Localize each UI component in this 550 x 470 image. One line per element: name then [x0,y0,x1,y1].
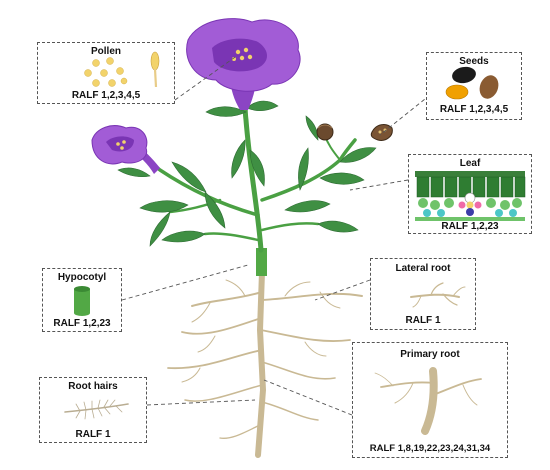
leaf-cross-section-icon [415,171,526,221]
primary-root-title: Primary root [400,349,460,360]
lateral-root-icon [410,282,466,308]
pollen-title: Pollen [90,46,121,57]
leaf-ralf-label: RALF 1,2,23 [441,221,499,232]
hypocotyl-ralf-label: RALF 1,2,23 [53,318,111,329]
root-hairs-icon [64,399,129,420]
primary-root-ralf-label: RALF 1,8,19,22,23,24,31,34 [369,443,491,454]
primary-root [255,269,267,458]
flower-side [91,125,160,174]
pollen-grains-icon [84,51,160,88]
leaf-title: Leaf [459,158,481,169]
leaves [117,100,377,247]
primary-root-icon [374,367,482,435]
flower-top [186,18,301,110]
pollen-panel: Pollen RALF 1,2,3,4,5 [37,42,175,104]
root-hairs-ralf-label: RALF 1 [75,429,111,440]
pollen-ralf-label: RALF 1,2,3,4,5 [71,90,141,101]
hypocotyl-title: Hypocotyl [57,272,107,283]
hypocotyl-panel: Hypocotyl RALF 1,2,23 [42,268,122,332]
root-system [167,269,363,458]
lateral-root-panel: Lateral root RALF 1 [370,258,476,330]
seeds-panel: Seeds RALF 1,2,3,4,5 [426,52,522,120]
seeds-ralf-label: RALF 1,2,3,4,5 [439,104,509,115]
primary-root-panel: Primary root RALF 1,8,19,22,23,24,31,34 [352,342,508,458]
root-hairs-panel: Root hairs RALF 1 [39,377,147,443]
leaf-panel: Leaf RALF 1,2,23 [408,154,532,234]
seed-pods [316,123,393,141]
lateral-root-title: Lateral root [395,263,451,274]
hypocotyl-cylinder-icon [74,286,90,316]
seeds-icon [445,66,499,100]
seeds-title: Seeds [459,56,489,67]
lateral-root-ralf-label: RALF 1 [405,315,441,326]
hypocotyl [256,248,267,276]
root-hairs-title: Root hairs [68,381,118,392]
